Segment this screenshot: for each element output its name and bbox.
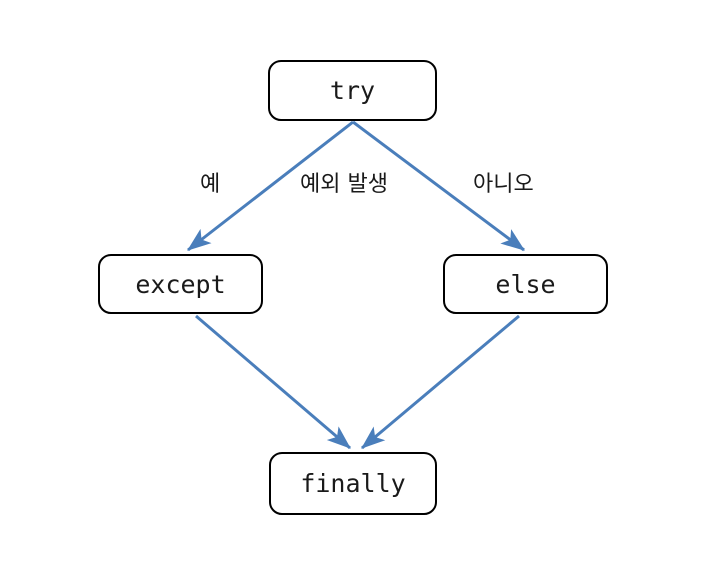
node-except-label: except <box>135 269 226 299</box>
node-try[interactable]: try <box>268 60 437 121</box>
edge-try-to-else <box>352 120 525 252</box>
node-finally-label: finally <box>300 469 406 498</box>
edge-try-to-except <box>187 120 354 252</box>
node-else[interactable]: else <box>443 254 608 314</box>
node-except[interactable]: except <box>98 254 263 314</box>
edge-label-yes: 예 <box>200 172 221 197</box>
edge-except-to-finally <box>195 314 351 450</box>
edge-label-exception: 예외 발생 <box>300 172 388 197</box>
edge-else-to-finally <box>361 314 520 450</box>
node-else-label: else <box>495 269 556 299</box>
edge-label-no: 아니오 <box>473 172 534 197</box>
node-try-label: try <box>329 76 376 105</box>
node-finally[interactable]: finally <box>269 452 437 515</box>
